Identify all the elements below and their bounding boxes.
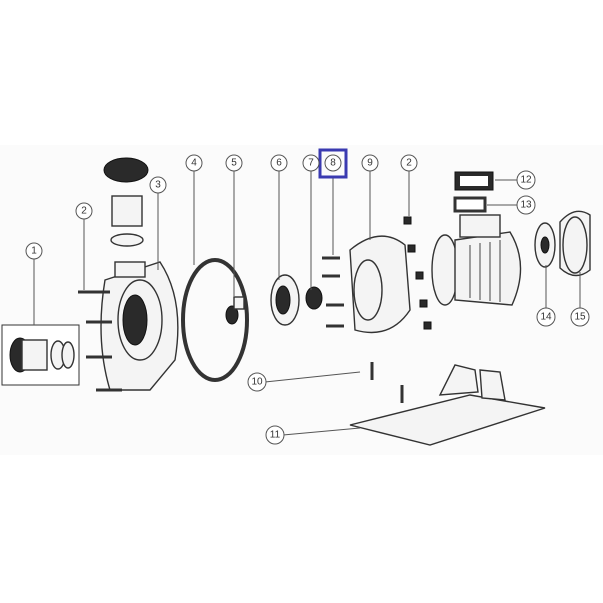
svg-text:7: 7 — [308, 158, 314, 169]
svg-text:11: 11 — [270, 430, 281, 441]
part-8-bolts — [322, 256, 344, 328]
part-9-seal-plate — [349, 235, 411, 334]
callout-10[interactable]: 10 — [247, 372, 267, 392]
callout-13[interactable]: 13 — [516, 195, 536, 215]
callout-12[interactable]: 12 — [516, 170, 536, 190]
leader-lines — [33, 171, 581, 436]
callout-15[interactable]: 15 — [570, 307, 590, 327]
part-6-impeller — [270, 274, 300, 326]
svg-text:15: 15 — [574, 312, 586, 323]
callout-11[interactable]: 11 — [265, 425, 285, 445]
svg-text:3: 3 — [155, 180, 161, 191]
part-10-bolts — [370, 362, 404, 403]
svg-text:8: 8 — [330, 158, 336, 169]
part-4-o-ring — [181, 258, 249, 382]
callout-9[interactable]: 9 — [361, 154, 379, 172]
callout-5[interactable]: 5 — [225, 154, 243, 172]
callout-7[interactable]: 7 — [302, 154, 320, 172]
svg-text:10: 10 — [251, 377, 263, 388]
callout-1[interactable]: 1 — [25, 242, 43, 260]
callout-4[interactable]: 4 — [185, 154, 203, 172]
callout-14[interactable]: 14 — [536, 307, 556, 327]
svg-text:6: 6 — [276, 158, 282, 169]
part-2-nuts-right — [403, 216, 432, 330]
part-5-diffuser-fitting — [225, 296, 245, 325]
part-14-fan — [534, 222, 556, 268]
part-2-bolts-left — [78, 290, 122, 392]
part-15-fan-cover — [559, 210, 591, 277]
part-11-base — [349, 364, 546, 446]
callout-6[interactable]: 6 — [270, 154, 288, 172]
callout-8[interactable]: 8 — [324, 154, 342, 172]
svg-text:2: 2 — [406, 158, 412, 169]
callout-2-left[interactable]: 2 — [75, 202, 93, 220]
svg-text:1: 1 — [31, 246, 37, 257]
svg-text:4: 4 — [191, 158, 197, 169]
part-13-gasket — [453, 196, 487, 213]
callout-3[interactable]: 3 — [149, 176, 167, 194]
part-1-union — [1, 324, 80, 386]
svg-text:12: 12 — [520, 175, 532, 186]
svg-text:9: 9 — [367, 158, 373, 169]
svg-text:2: 2 — [81, 206, 87, 217]
part-12-terminal-box-cover — [454, 171, 494, 191]
callout-2-right[interactable]: 2 — [400, 154, 418, 172]
motor — [431, 214, 522, 306]
part-3-pump-housing — [100, 157, 179, 391]
highlight-box-part-8 — [318, 148, 348, 179]
part-7-seal — [305, 286, 323, 310]
svg-text:14: 14 — [540, 312, 552, 323]
svg-text:5: 5 — [231, 158, 237, 169]
svg-text:13: 13 — [520, 200, 532, 211]
